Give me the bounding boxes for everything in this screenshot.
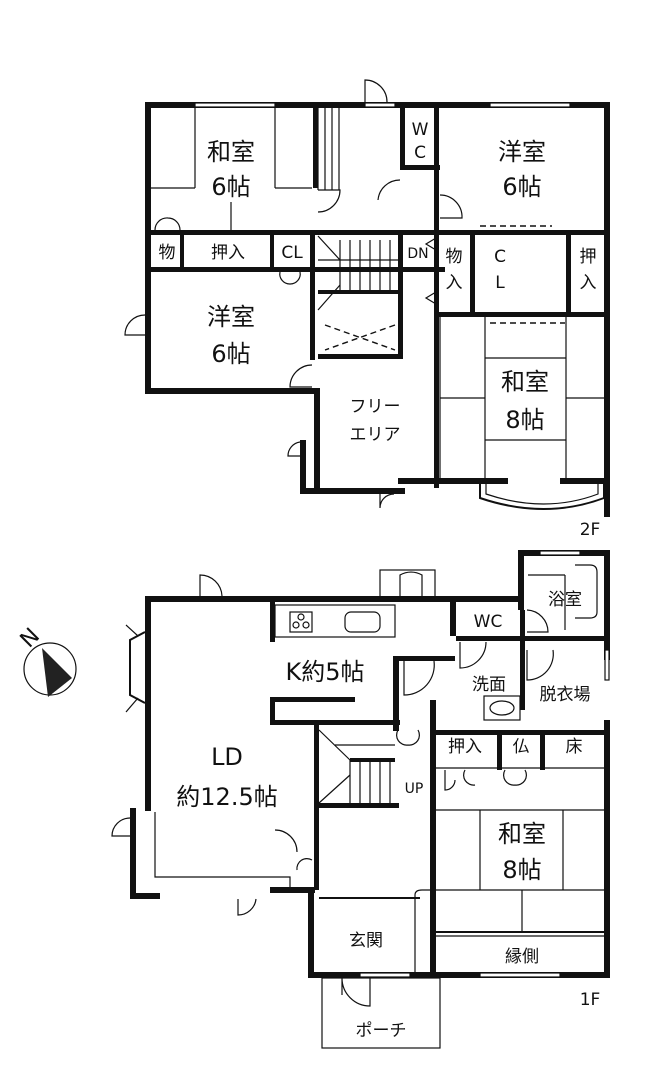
room-youshitsu-w-name: 洋室 [207,303,255,331]
tokonoma-label: 床 [566,737,583,757]
cl2-label-2: L [495,273,505,293]
floor-label-1f: 1F [580,990,601,1010]
oshiire-label: 押入 [211,243,245,263]
room-washitsu-8-1f-name: 和室 [498,820,546,848]
room-ld-label-1: LD [211,743,243,771]
room-washitsu-8-1f-size: 8帖 [502,856,541,884]
wc-2f-label-2: C [414,143,426,163]
mono-iri-label-2: 入 [446,273,463,293]
room-washitsu-6-size: 6帖 [211,173,250,201]
stairs-up-label: UP [405,781,424,797]
compass-north-label: N [16,624,45,653]
floor-2f [124,79,610,517]
room-washitsu-8-size: 8帖 [505,406,544,434]
free-area-label-2: エリア [350,425,401,445]
stairs-1f [318,729,399,808]
butsudan-label: 仏 [513,737,530,757]
cl2-label-1: C [494,247,506,267]
room-youshitsu-ne-name: 洋室 [498,138,546,166]
oshiire-1f-label: 押入 [448,737,482,757]
room-kitchen-label: K約5帖 [285,658,364,686]
room-youshitsu-w-size: 6帖 [211,340,250,368]
room-washitsu-8-name: 和室 [501,368,549,396]
room-youshitsu-ne-size: 6帖 [502,173,541,201]
room-ld-label-2: 約12.5帖 [176,783,277,811]
room-wc-1f-label: WC [474,612,503,632]
room-washitsu-6-name: 和室 [207,138,255,166]
floor-label-2f: 2F [580,520,601,540]
north-compass: N [16,624,77,697]
oshiire2-label-1: 押 [580,247,597,267]
room-bath-label: 浴室 [548,590,582,610]
oshiire2-label-2: 入 [580,273,597,293]
floor-1f [111,550,610,1049]
mono-iri-label-1: 物 [446,247,463,267]
mono-label: 物 [159,243,176,263]
north-arrow-icon [42,648,72,697]
cl-label: CL [281,243,303,263]
free-area-label-1: フリー [350,397,401,417]
room-engawa-label: 縁側 [505,947,539,967]
wc-2f-label-1: W [412,120,429,140]
porch-label: ポーチ [356,1021,407,1041]
room-datsui-label: 脱衣場 [540,685,591,705]
room-senmen-label: 洗面 [472,675,506,695]
stairs-2f [317,235,403,311]
stairs-dn-label: DN [407,246,428,262]
room-genkan-label: 玄関 [349,931,383,951]
